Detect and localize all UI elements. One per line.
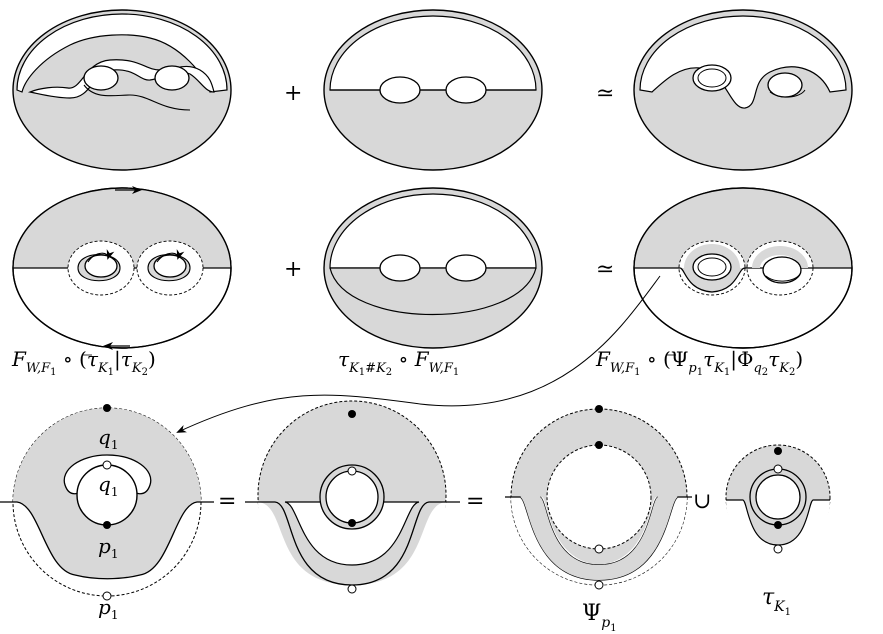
- row2-surface-4: [12, 186, 232, 350]
- row2-surface-5: [323, 187, 543, 349]
- q1-outer-point: [103, 404, 111, 412]
- plus-operator-2: +: [284, 257, 302, 282]
- label-q1-outer: q1: [98, 425, 118, 452]
- row3-disk-1: [0, 404, 214, 601]
- q1-inner-point: [102, 460, 112, 470]
- label-p1-inner: p1: [98, 534, 118, 561]
- simeq-operator-1: ≃: [596, 81, 614, 106]
- label-psi-p1: Ψp1: [582, 601, 617, 634]
- p1-inner-point: [103, 521, 111, 529]
- connector-arrow: [176, 275, 661, 433]
- p1-outer-point: [102, 591, 112, 601]
- caption-left: FW,F1 ∘ (τK1|τK2): [11, 347, 156, 378]
- equals-operator-1: =: [218, 489, 236, 514]
- equals-operator-2: =: [466, 489, 484, 514]
- row1-surface-2: [323, 9, 543, 171]
- label-p1-outer: p1: [98, 595, 118, 622]
- row1-surface-3: [633, 9, 853, 171]
- row3-disk-4: [725, 444, 831, 554]
- union-operator: ∪: [693, 489, 711, 514]
- row3-disk-2: [245, 400, 460, 596]
- row2-surface-6: [633, 187, 853, 349]
- caption-right: FW,F1 ∘ (Ψp1τK1|Φq2τK2): [595, 347, 803, 378]
- caption-middle: τK1#K2 ∘ FW,F1: [338, 347, 459, 378]
- simeq-operator-2: ≃: [596, 257, 614, 282]
- label-tau-k1: τK1: [762, 585, 791, 618]
- row3-disk-3: [505, 405, 692, 590]
- plus-operator-1: +: [284, 81, 302, 106]
- label-q1-inner: q1: [98, 472, 118, 499]
- row1-surface-1: [12, 9, 232, 171]
